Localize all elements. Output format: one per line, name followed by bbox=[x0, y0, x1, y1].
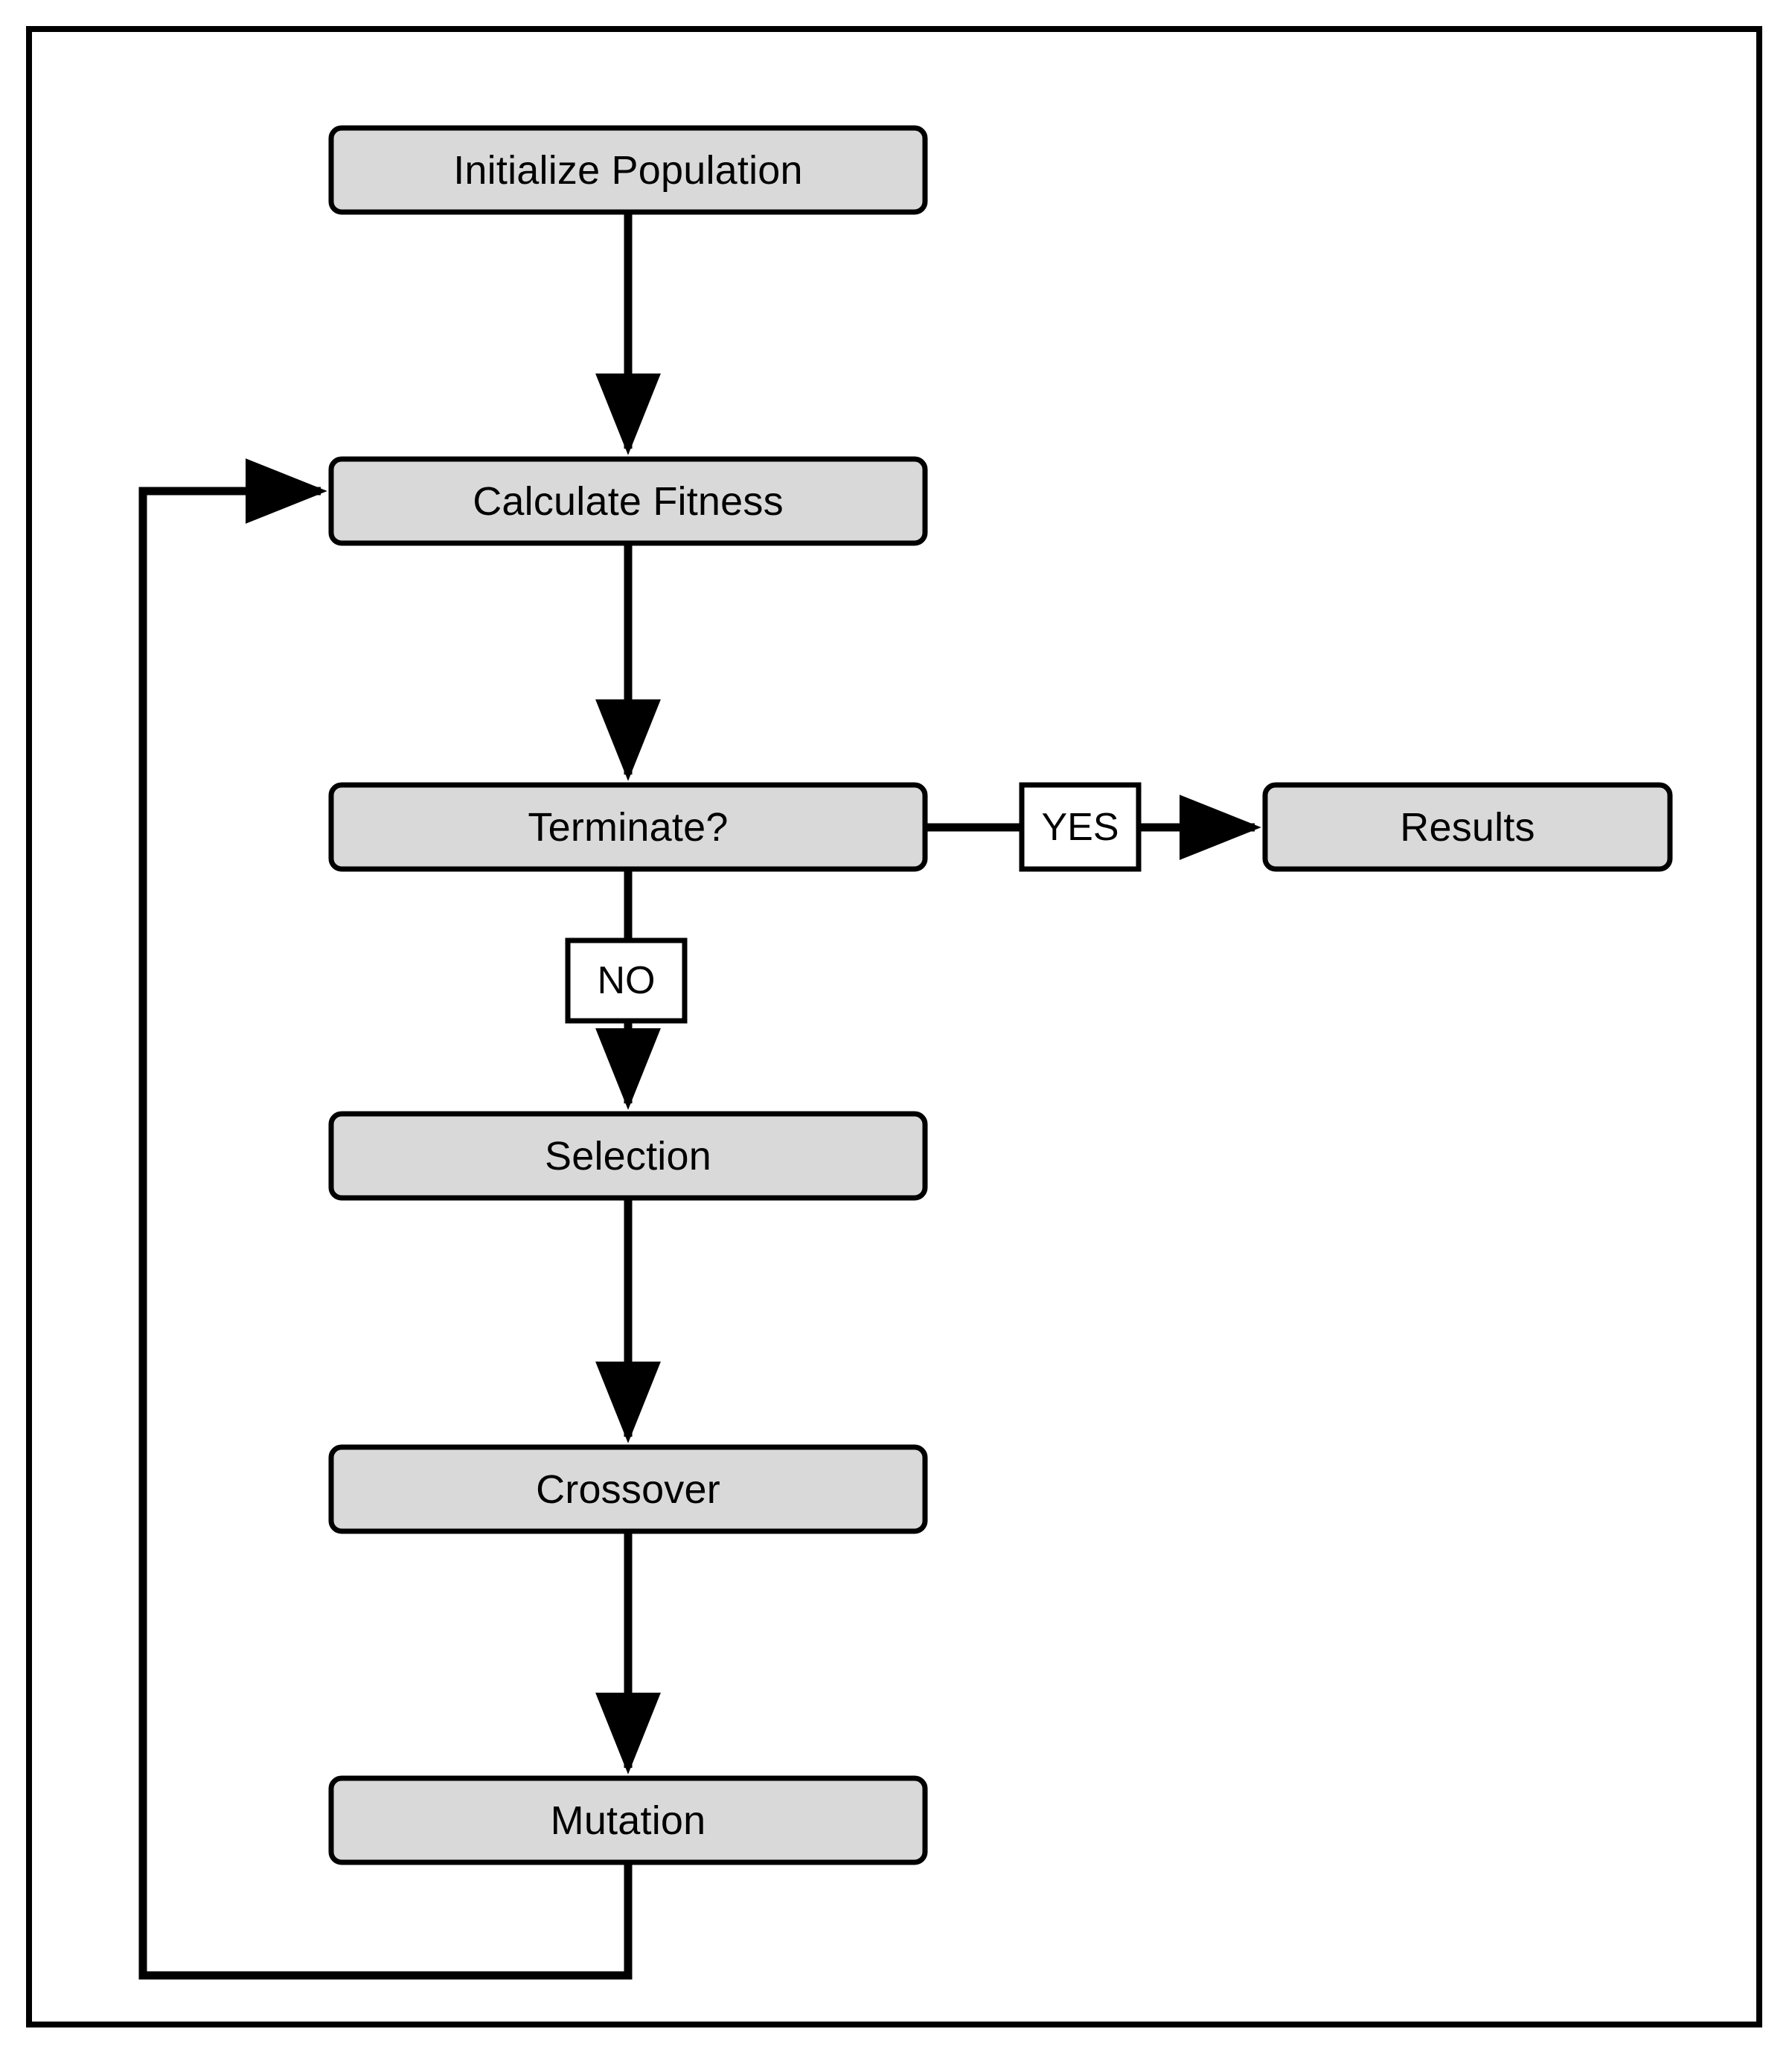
node-selection[interactable] bbox=[328, 1111, 928, 1201]
node-terminate[interactable] bbox=[328, 782, 928, 872]
edge-label-box-no bbox=[565, 937, 688, 1024]
node-initialize-population[interactable] bbox=[328, 125, 928, 215]
outer-frame bbox=[26, 26, 1762, 2027]
edge-label-box-yes bbox=[1019, 782, 1142, 872]
node-calculate-fitness[interactable] bbox=[328, 456, 928, 546]
edge-mutation-to-fitness bbox=[138, 458, 633, 1980]
node-results[interactable] bbox=[1262, 782, 1673, 872]
node-crossover[interactable] bbox=[328, 1444, 928, 1534]
node-mutation[interactable] bbox=[328, 1775, 928, 1865]
